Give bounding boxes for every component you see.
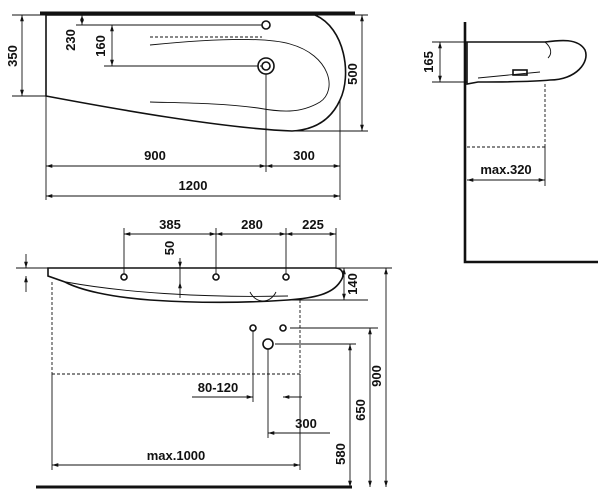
dim-max1000: max.1000 [147,448,206,463]
hole-385-icon [120,273,128,281]
dim-900: 900 [144,148,166,163]
dim-900-height: 900 [369,365,384,387]
overflow-icon [512,69,528,76]
dim-300: 300 [293,148,315,163]
basin-top-outline [45,14,347,132]
hole-225-icon [282,273,290,281]
dim-140: 140 [345,273,360,295]
dim-580: 580 [333,443,348,465]
dim-385: 385 [159,217,181,232]
dim-230: 230 [63,29,78,51]
side-wall-floor [463,22,598,264]
dim-50: 50 [162,241,177,255]
top-view: 350 230 160 500 900 300 1200 [5,11,368,200]
tap-hole-icon [261,20,271,30]
supply-right-icon [279,324,287,332]
dim-160: 160 [93,35,108,57]
dim-650: 650 [353,399,368,421]
dim-500: 500 [345,63,360,85]
dim-max320: max.320 [480,162,531,177]
dim-80-120: 80-120 [198,380,238,395]
front-view: 385 280 225 50 140 80-120 300 max.1000 5… [16,217,392,489]
basin-front-profile [47,267,344,304]
bowl-front-outline [249,291,277,302]
bowl-top-outline [149,39,330,112]
drain-inner-icon [261,61,271,71]
waste-outlet-icon [262,338,274,350]
dim-350: 350 [5,45,20,67]
supply-left-icon [249,324,257,332]
hole-280-icon [212,273,220,281]
dim-225: 225 [302,217,324,232]
dim-280: 280 [241,217,263,232]
dim-165: 165 [421,51,436,73]
basin-side-profile [466,39,587,85]
dim-300-offset: 300 [295,416,317,431]
side-view: 165 max.320 [421,22,598,264]
dim-1200: 1200 [179,178,208,193]
